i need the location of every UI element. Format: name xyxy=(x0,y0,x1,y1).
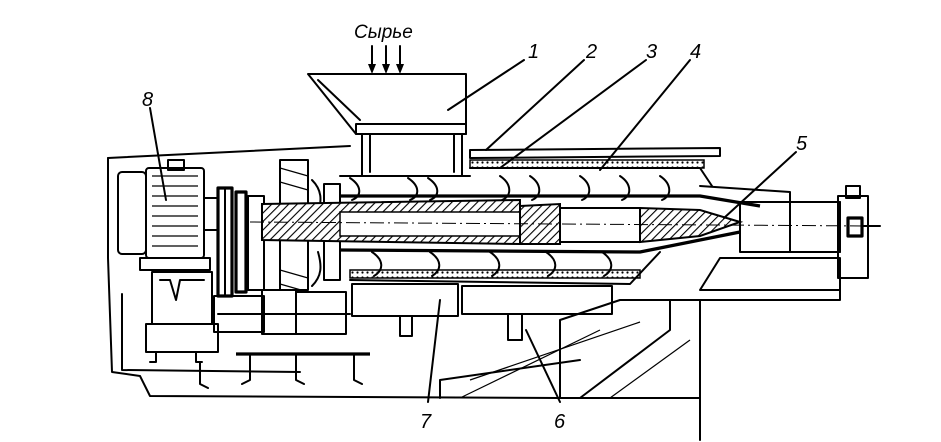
label-7: 7 xyxy=(420,411,432,433)
main-shaft xyxy=(249,198,871,246)
leader-lines xyxy=(149,59,797,403)
oil-collector-trays xyxy=(351,283,613,341)
input-label: Сырье xyxy=(354,22,413,43)
electric-motor xyxy=(117,159,219,271)
screw-barrel xyxy=(339,147,791,208)
screw-barrel-lower xyxy=(339,230,741,285)
label-3: 3 xyxy=(646,41,657,63)
belt-drive xyxy=(213,186,265,333)
feed-arrows xyxy=(368,45,404,74)
label-5: 5 xyxy=(796,133,808,155)
discharge-unit xyxy=(699,185,881,291)
gearbox xyxy=(145,271,351,363)
loading-hopper xyxy=(307,73,467,177)
label-2: 2 xyxy=(585,41,597,63)
label-8: 8 xyxy=(142,89,153,111)
label-4: 4 xyxy=(690,41,701,63)
base-supports xyxy=(199,352,370,389)
screw-flights-upper xyxy=(349,175,671,201)
label-1: 1 xyxy=(528,41,539,63)
machine-frame xyxy=(107,145,841,441)
label-6: 6 xyxy=(554,411,566,433)
